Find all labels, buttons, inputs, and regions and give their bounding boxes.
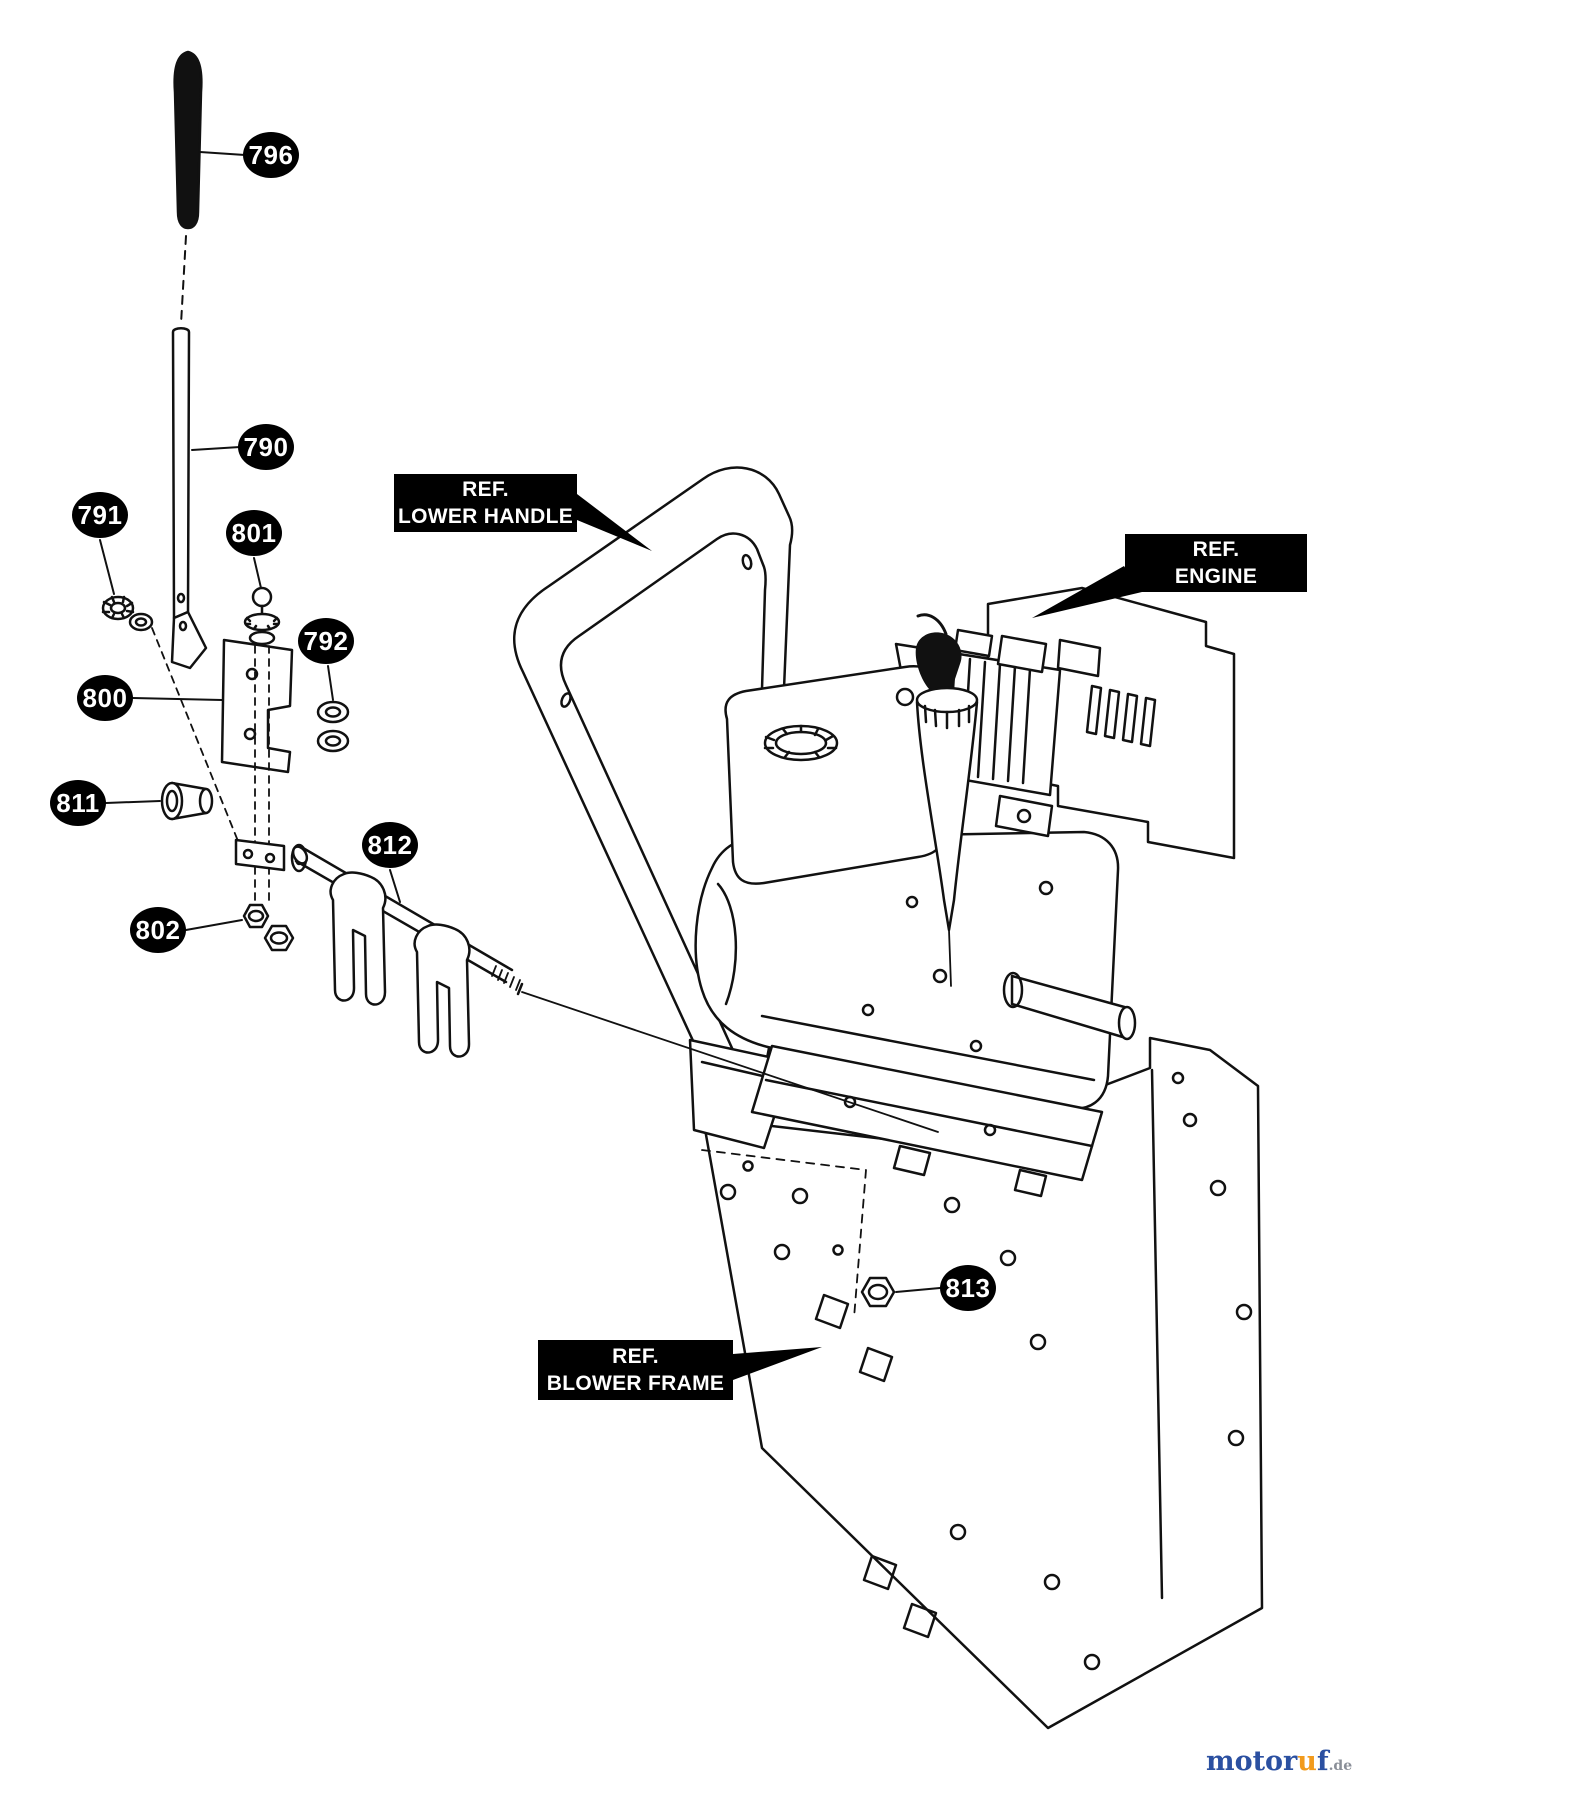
bushing-811-drawing <box>160 781 214 821</box>
nuts-802-drawing <box>242 903 295 952</box>
knob-796-drawing <box>173 50 203 325</box>
ref-label-line2: LOWER HANDLE <box>397 505 574 528</box>
nuts-792-drawing <box>316 700 350 753</box>
ref-label-line1: REF. <box>1192 537 1240 561</box>
washer-nut-791-drawing <box>101 595 241 847</box>
ref-label-line1: REF. <box>462 477 509 501</box>
part-callout-792: 792 <box>298 618 354 664</box>
ref-label-blower-frame: REF. BLOWER FRAME <box>538 1340 733 1400</box>
ref-label-line2: ENGINE <box>1174 565 1258 588</box>
leader-lines <box>99 151 941 1293</box>
part-callout-812: 812 <box>362 822 418 868</box>
watermark-motoruf: motoruf.de <box>1206 1748 1352 1775</box>
part-callout-813: 813 <box>940 1265 996 1311</box>
engine-drawing <box>694 586 1236 1198</box>
watermark-brand-part1: motor <box>1206 1746 1298 1777</box>
part-callout-811: 811 <box>50 780 106 826</box>
ref-label-arrows <box>577 494 1142 1380</box>
part-callout-802: 802 <box>130 907 186 953</box>
part-callout-800: 800 <box>77 675 133 721</box>
watermark-brand-part2: u <box>1297 1746 1317 1777</box>
part-callout-796: 796 <box>243 132 299 178</box>
rod-to-frame-line <box>521 991 939 1133</box>
rod-790-drawing <box>170 327 208 670</box>
rod-812-drawing <box>291 845 524 1058</box>
part-callout-791: 791 <box>72 492 128 538</box>
ref-label-line2: BLOWER FRAME <box>546 1372 725 1395</box>
part-callout-801: 801 <box>226 510 282 556</box>
nut-813-drawing <box>860 1276 896 1308</box>
ref-label-line1: REF. <box>612 1344 659 1368</box>
blower-frame-drawing <box>701 1036 1264 1730</box>
ref-label-engine: REF. ENGINE <box>1125 534 1307 592</box>
bracket-800-drawing <box>220 638 294 774</box>
watermark-tld: .de <box>1328 1758 1353 1774</box>
watermark-brand-part3: f <box>1316 1746 1329 1777</box>
part-callout-790: 790 <box>238 424 294 470</box>
ref-label-lower-handle: REF. LOWER HANDLE <box>394 474 577 532</box>
